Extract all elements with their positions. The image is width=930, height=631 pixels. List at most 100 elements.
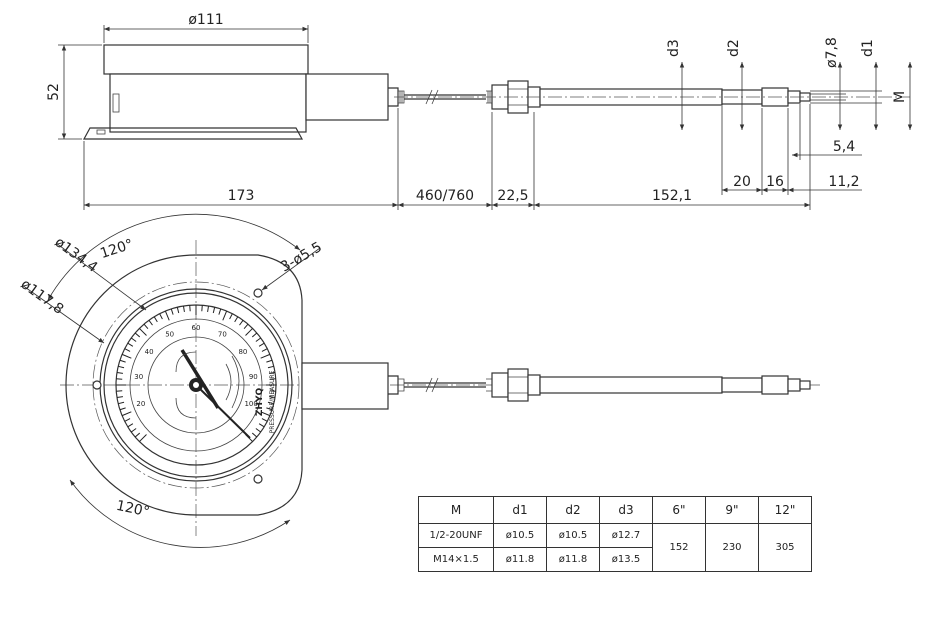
dial-brand: ZHYQ xyxy=(255,388,265,417)
dial-tick xyxy=(261,348,268,352)
dim-d22: 22,5 xyxy=(497,188,528,204)
table-header-cell: M xyxy=(418,496,494,524)
dial-tick xyxy=(255,337,262,342)
dial-tick xyxy=(170,308,174,315)
dial-tick xyxy=(176,307,180,314)
dial-number: 40 xyxy=(145,348,154,356)
spec-table: M d1 d2 d3 6" 9" 12" 1/2-20UNF ø10.5 ø10… xyxy=(418,496,812,572)
table-row: 1/2-20UNF ø10.5 ø10.5 ø12.7 152 230 305 xyxy=(418,523,812,572)
dial-tick xyxy=(260,411,271,417)
dial-tick xyxy=(119,359,126,363)
dim-d460: 460/760 xyxy=(416,188,474,204)
dial-number: 90 xyxy=(249,373,258,381)
dial-tick xyxy=(267,401,274,405)
dim-d20: 20 xyxy=(733,174,751,190)
dial-tick xyxy=(164,310,170,321)
dial-number: 60 xyxy=(192,324,201,332)
dial-tick xyxy=(267,365,274,369)
dial-bourdon-right xyxy=(225,355,240,409)
dial-tick xyxy=(255,428,262,433)
dial-tick xyxy=(118,401,125,405)
dial-tick xyxy=(130,428,137,433)
table-cell: ø11.8 xyxy=(546,547,600,572)
dial-number: 30 xyxy=(134,373,143,381)
dim-d11: 11,2 xyxy=(828,174,859,190)
dim-d_M: M xyxy=(892,91,908,103)
dial-tick xyxy=(222,310,228,321)
dial-number: 20 xyxy=(136,400,145,408)
dim-d173: 173 xyxy=(228,188,255,204)
dial-tick xyxy=(139,434,147,442)
dial-tick xyxy=(218,308,222,315)
front-connector-body xyxy=(301,362,389,410)
dial-tick xyxy=(116,396,123,399)
dial-ticks xyxy=(116,305,276,442)
dial-tick xyxy=(153,316,158,323)
table-cell: ø13.5 xyxy=(599,547,653,572)
dim-d_d2: d2 xyxy=(726,39,742,57)
dim-d134: ø134,4 xyxy=(52,234,101,276)
leader-d134 xyxy=(55,242,147,311)
dim-d_d78: ø7,8 xyxy=(824,37,840,68)
table-header-cell: d3 xyxy=(599,496,653,524)
dial-tick xyxy=(182,305,185,312)
table-cell: ø12.7 xyxy=(599,523,653,548)
table-header-row: M d1 d2 d3 6" 9" 12" xyxy=(418,496,812,524)
table-header-cell: 6" xyxy=(652,496,706,524)
dial-tick xyxy=(127,342,134,347)
dial-number: 70 xyxy=(218,330,227,338)
dial-number: 50 xyxy=(165,330,174,338)
dial-inner-ring xyxy=(147,336,245,434)
dial-tick xyxy=(118,365,125,369)
dial-tick xyxy=(124,348,131,352)
leader-d117 xyxy=(21,284,105,344)
dim-d54: 5,4 xyxy=(833,139,855,155)
dial-tick xyxy=(251,332,258,338)
dial-tick xyxy=(234,316,239,323)
dial-tick xyxy=(239,319,244,326)
table-row: M14×1.5 ø11.8 ø11.8 ø13.5 xyxy=(418,547,812,572)
dial-tick xyxy=(266,359,273,363)
side-view: ø111 52 173 460/760 22,5 152,1 20 16 11,… xyxy=(46,12,913,210)
main-needle xyxy=(180,349,220,409)
dim-d152: 152,1 xyxy=(652,188,692,204)
dial-tick xyxy=(266,407,273,411)
table-cell: 1/2-20UNF xyxy=(418,523,494,548)
dial-tick xyxy=(258,342,265,347)
dial-tick xyxy=(139,328,147,336)
mount-hole-top xyxy=(253,288,263,298)
dial-caption: PRESSURE/MEASURE xyxy=(269,370,276,433)
table-cell: M14×1.5 xyxy=(418,547,494,572)
dim-a120-bottom: 120° xyxy=(115,498,151,521)
dim-d111: ø111 xyxy=(188,12,223,28)
dial-tick xyxy=(212,307,216,314)
mount-hole-left xyxy=(92,380,102,390)
dial-scale-inner xyxy=(129,318,263,452)
dial-tick xyxy=(124,418,131,422)
dial-tick xyxy=(260,353,271,359)
dial-tick xyxy=(269,371,276,374)
dial-tick xyxy=(119,407,126,411)
dial-tick xyxy=(127,423,134,428)
table-cell-length-6: 152 xyxy=(652,523,706,572)
dial-tick xyxy=(148,319,153,326)
table-cell: ø11.8 xyxy=(493,547,547,572)
dim-holes: 3-ø5,5 xyxy=(278,239,325,275)
dial-tick xyxy=(243,323,249,330)
dial-tick xyxy=(130,337,137,342)
connector-body xyxy=(305,73,389,121)
table-cell-length-12: 305 xyxy=(758,523,812,572)
dial-tick xyxy=(245,328,253,336)
dial-tick xyxy=(251,432,258,438)
dim-d_d1: d1 xyxy=(860,39,876,57)
table-header-cell: 9" xyxy=(705,496,759,524)
housing-top xyxy=(103,44,309,75)
dial-tick xyxy=(121,353,132,359)
angle-arc-top xyxy=(47,213,301,301)
dial-tick xyxy=(229,313,233,320)
dial-bourdon xyxy=(175,351,197,419)
table-cell-length-9: 230 xyxy=(705,523,759,572)
front-sensor-stem xyxy=(539,376,723,394)
dial-tick xyxy=(134,432,141,438)
